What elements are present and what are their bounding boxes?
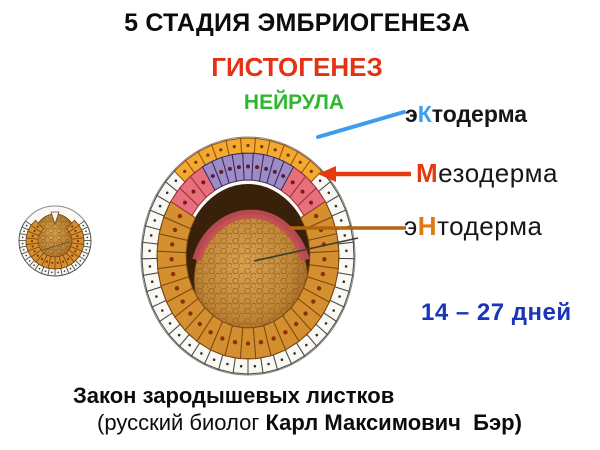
ectoderm-pointer-line — [316, 110, 406, 139]
mesoderm-label-accent: М — [416, 158, 439, 188]
ectoderm-label-rest: тодерма — [431, 101, 528, 127]
law-credit: (русский биолог Карл Максимович Бэр) — [97, 410, 522, 436]
ectoderm-label: эКтодерма — [405, 101, 527, 128]
duration-text: 14 – 27 дней — [421, 299, 572, 326]
endoderm-label-prefix: э — [404, 211, 418, 241]
early-embryo-illustration — [18, 205, 92, 277]
endoderm-label-rest: тодерма — [437, 211, 543, 241]
scan-remnant-line — [253, 237, 359, 262]
ectoderm-label-prefix: э — [405, 101, 418, 127]
slide-subtitle: ГИСТОГЕНЕЗ — [211, 52, 383, 82]
neurula-cross-section-illustration — [140, 136, 356, 376]
endoderm-label: эНтодерма — [404, 211, 543, 242]
credit-name: Карл Максимович Бэр) — [265, 410, 522, 435]
law-title: Закон зародышевых листков — [73, 383, 395, 408]
credit-prefix: (русский биолог — [97, 410, 266, 435]
mesoderm-arrowhead-icon — [318, 166, 336, 182]
slide-title: 5 СТАДИЯ ЭМБРИОГЕНЕЗА — [124, 9, 470, 37]
endoderm-label-accent: Н — [417, 211, 438, 241]
mesoderm-label: Мезодерма — [416, 158, 558, 189]
ectoderm-label-accent: К — [417, 101, 432, 127]
stage-name: НЕЙРУЛА — [243, 91, 345, 114]
mesoderm-label-rest: езодерма — [438, 158, 559, 188]
